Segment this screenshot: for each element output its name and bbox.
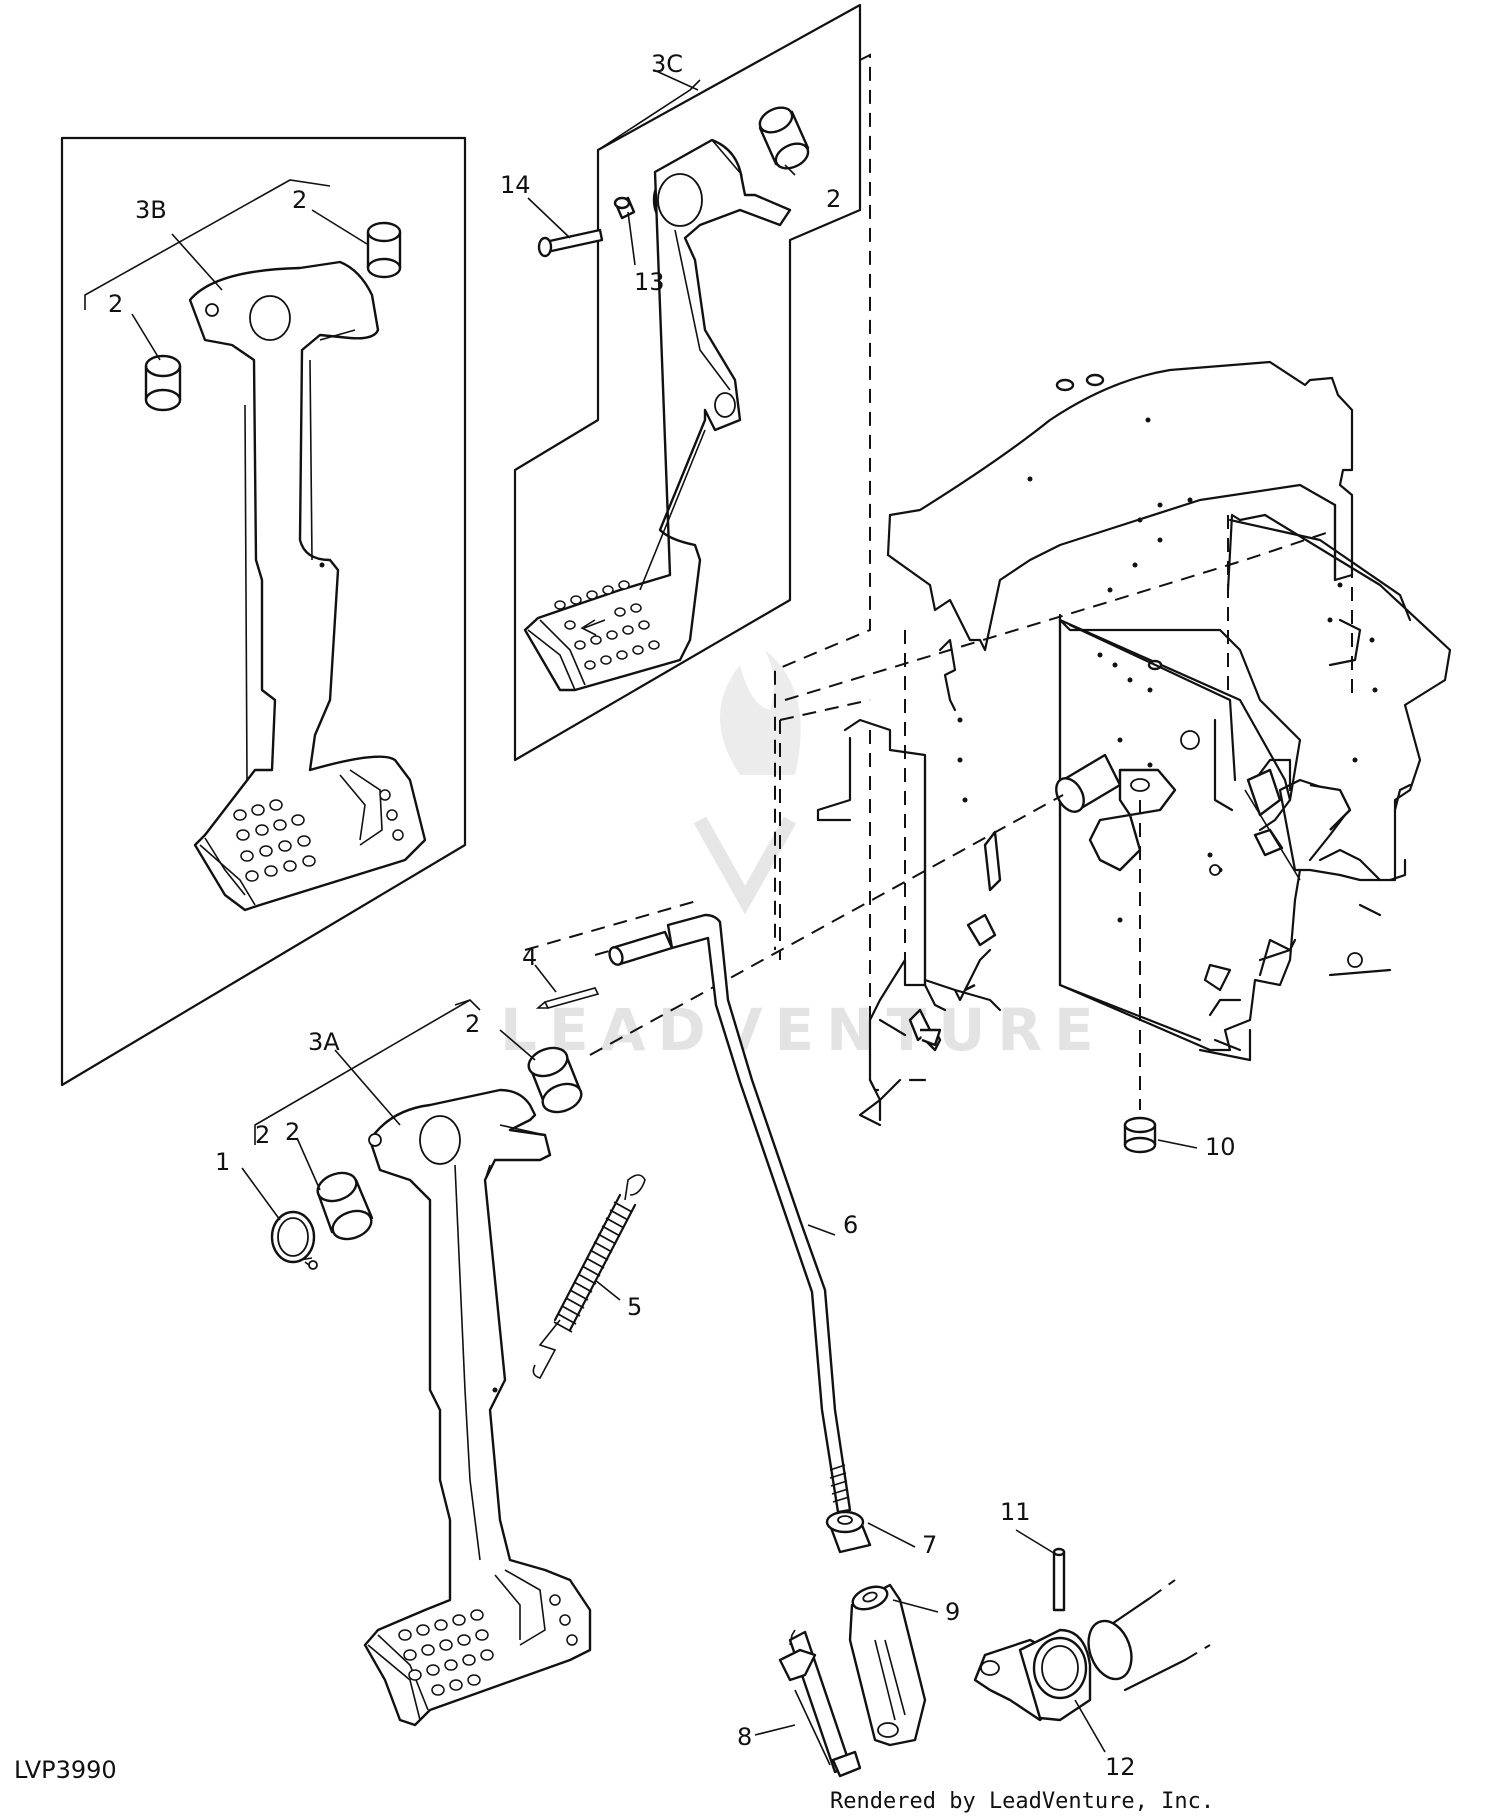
callout-11: 11	[1000, 1498, 1031, 1526]
inset-frame-3b	[60, 136, 467, 1087]
circlip-1	[270, 1210, 318, 1270]
chassis-frame	[886, 360, 1452, 1062]
arm-12	[973, 1628, 1092, 1722]
shaft-end	[1087, 1579, 1211, 1692]
callout-13: 13	[634, 268, 665, 296]
callout-3c: 3C	[651, 50, 683, 78]
nut-7	[825, 1510, 872, 1554]
callout-12: 12	[1105, 1753, 1136, 1781]
callout-10: 10	[1205, 1133, 1236, 1161]
spring-5	[532, 1174, 646, 1379]
pedal-3b	[188, 260, 427, 912]
bushing-3b-left	[144, 354, 182, 412]
pedal-3a	[363, 1088, 592, 1727]
callout-4: 4	[522, 943, 537, 971]
bracket-3b	[84, 179, 331, 310]
callout-14: 14	[500, 171, 531, 199]
clevis-9	[848, 1583, 927, 1747]
pin-8	[778, 1629, 862, 1778]
footer-credit: Rendered by LeadVenture, Inc.	[830, 1789, 1214, 1814]
pivot-shaft	[1055, 753, 1177, 872]
bolt-14	[537, 228, 604, 258]
callout-labels: 3B 2 2 3C 14 13 2 4 2 3A 2 2 1 5 6 10 11…	[108, 50, 1236, 1781]
pedal-3c	[523, 138, 792, 692]
callout-2-3c: 2	[826, 185, 841, 213]
bracket-3c	[597, 79, 701, 151]
cap-10	[1123, 1116, 1157, 1154]
callout-5: 5	[627, 1293, 642, 1321]
callout-7: 7	[922, 1531, 937, 1559]
callout-8: 8	[737, 1723, 752, 1751]
bushing-3a-lower	[316, 1171, 374, 1241]
watermark-text: LEADVENTURE	[500, 996, 1106, 1064]
roll-pin-11	[1052, 1547, 1066, 1612]
callout-2-3a-lower: 2	[285, 1118, 300, 1146]
leader-lines	[131, 69, 1198, 1753]
bushing-3c	[758, 106, 810, 170]
cotter-pin-4	[535, 987, 600, 1009]
callout-2-3b-left: 2	[108, 290, 123, 318]
callout-3a: 3A	[308, 1028, 340, 1056]
callout-1: 1	[215, 1148, 230, 1176]
watermark: LEADVENTURE	[500, 650, 1106, 1064]
bushing-3b-right	[366, 221, 402, 279]
callout-6: 6	[843, 1211, 858, 1239]
bushing-3a-upper	[527, 1046, 583, 1114]
rod-6	[608, 913, 852, 1514]
nut-13	[613, 196, 636, 220]
bracket-3a	[254, 998, 481, 1145]
inset-frame-3c	[513, 3, 862, 762]
callout-3b: 3B	[135, 196, 167, 224]
callout-2-3a-upper: 2	[465, 1010, 480, 1038]
drawing-id: LVP3990	[14, 1756, 117, 1784]
callout-9: 9	[945, 1598, 960, 1626]
callout-2-3b-right: 2	[292, 186, 307, 214]
callout-2-3a-bracket: 2	[255, 1121, 270, 1149]
